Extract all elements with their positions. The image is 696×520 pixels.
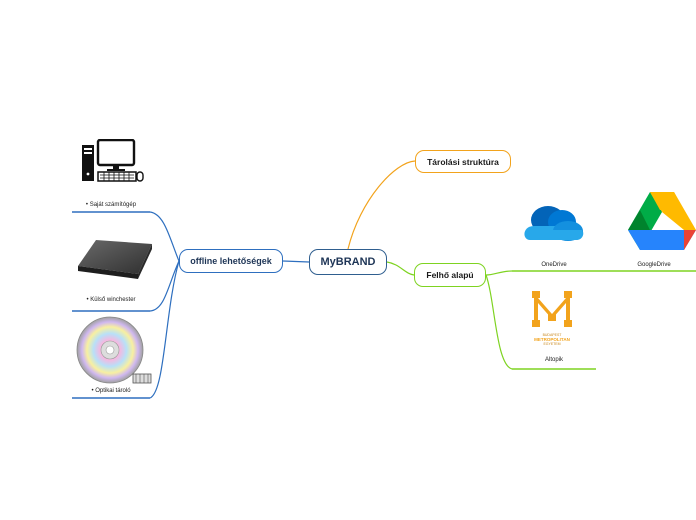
connector-central-offline (282, 260, 310, 263)
connector-cloud-altopik (485, 274, 513, 370)
leaf-own-computer[interactable]: • Saját számítógép (85, 202, 137, 208)
leaf-external-drive[interactable]: • Külső winchester (86, 297, 136, 303)
desktop-computer-icon (82, 139, 144, 182)
external-hard-drive-icon (78, 240, 152, 279)
connector-central-cloud (386, 261, 415, 276)
optical-disc-icon (76, 316, 152, 384)
connector-offline-computer (149, 211, 180, 262)
google-drive-logo-icon (628, 192, 696, 250)
leaf-onedrive[interactable]: OneDrive (541, 262, 567, 268)
logo-text-2: METROPOLITAN (534, 337, 570, 342)
leaf-altopik[interactable]: Altopik (544, 357, 563, 363)
leaf-optical-storage[interactable]: • Optikai tároló (91, 388, 131, 394)
connector-central-structure (347, 160, 416, 250)
logo-text-1: BUDAPEST (542, 333, 562, 337)
logo-text-3: EGYETEM (543, 342, 561, 346)
topic-offline[interactable]: offline lehetőségek (179, 249, 283, 273)
central-topic[interactable]: MyBRAND (309, 249, 387, 275)
topic-cloud[interactable]: Felhő alapú (414, 263, 486, 287)
onedrive-logo-icon (524, 206, 584, 241)
connector-cloud-onedrive (485, 270, 513, 276)
connector-offline-hdd (149, 260, 180, 312)
connector-offline-optical (149, 260, 180, 399)
leaf-googledrive[interactable]: GoogleDrive (637, 262, 671, 268)
metropolitan-logo-icon: BUDAPEST METROPOLITAN EGYETEM (524, 290, 580, 346)
topic-storage-structure[interactable]: Tárolási struktúra (415, 150, 511, 173)
